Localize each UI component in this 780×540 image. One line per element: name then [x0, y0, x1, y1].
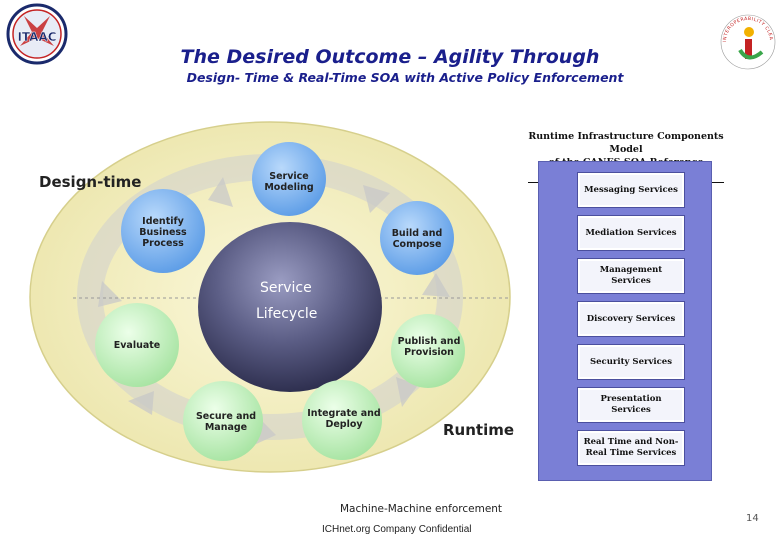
design-time-label: Design-time [39, 173, 142, 191]
runtime-components-panel: Messaging Services Mediation Services Ma… [538, 161, 712, 481]
node-integrate-and-deploy [302, 380, 382, 460]
slide-title: The Desired Outcome – Agility Through [180, 46, 600, 68]
node-evaluate [95, 303, 179, 387]
service-lifecycle-diagram [29, 121, 511, 473]
center-label-lifecycle: Lifecycle [256, 306, 318, 322]
itaac-logo-text: ITAAC [17, 30, 56, 44]
center-label-service: Service [260, 280, 312, 296]
service-lifecycle-core [198, 222, 382, 392]
interoperability-clearinghouse-logo: INTEROPERABILITY CLEARINGHOUSE [716, 2, 776, 70]
runtime-label: Runtime [443, 421, 515, 439]
node-secure-and-manage [183, 381, 263, 461]
presentation-services-box: Presentation Services [577, 387, 685, 423]
real-time-services-box: Real Time and Non-Real Time Services [577, 430, 685, 466]
node-label-evaluate: Evaluate [113, 340, 161, 351]
discovery-services-box: Discovery Services [577, 301, 685, 337]
node-publish-and-provision [391, 314, 465, 388]
node-identify-business-process [121, 189, 205, 273]
security-services-box: Security Services [577, 344, 685, 380]
management-services-box: Management Services [577, 258, 685, 294]
itaac-logo: ITAAC [6, 3, 68, 65]
confidential-footer: ICHnet.org Company Confidential [322, 524, 472, 535]
messaging-services-box: Messaging Services [577, 172, 685, 208]
page-number: 14 [746, 513, 759, 524]
machine-enforcement-caption: Machine-Machine enforcement [340, 503, 503, 515]
mediation-services-box: Mediation Services [577, 215, 685, 251]
slide-subtitle: Design- Time & Real-Time SOA with Active… [186, 70, 624, 85]
node-service-modeling [252, 142, 326, 216]
node-build-and-compose [380, 201, 454, 275]
